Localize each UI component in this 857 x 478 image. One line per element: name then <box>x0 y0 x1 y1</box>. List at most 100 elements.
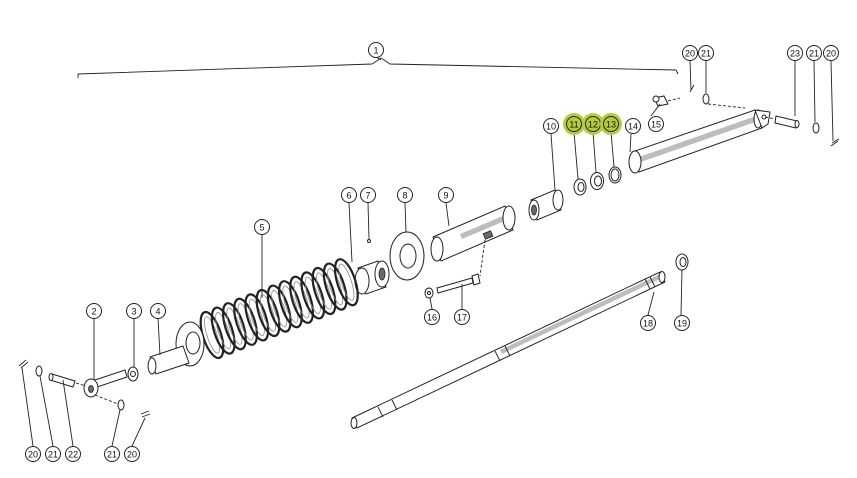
callout-label: 19 <box>677 319 687 329</box>
part-rod <box>350 271 666 429</box>
assembly-bracket <box>77 57 677 75</box>
callout-circle <box>368 42 384 58</box>
callout-circle <box>124 446 140 462</box>
callout-22: 22 <box>65 446 81 462</box>
callout-circle <box>823 45 839 61</box>
callout-7: 7 <box>360 187 376 203</box>
spring-coil-inner <box>327 268 344 306</box>
callout-circle <box>424 309 440 325</box>
callout-circle <box>682 45 698 61</box>
callout-label: 21 <box>701 49 711 59</box>
callout-label: 13 <box>606 120 616 130</box>
spring-coil-inner <box>215 312 232 350</box>
callout-circle <box>86 303 102 319</box>
callout-2: 2 <box>86 303 102 319</box>
spring-coil <box>210 306 236 355</box>
callout-21: 21 <box>104 446 120 462</box>
spring-coil-inner <box>237 303 254 341</box>
part-cotter-pin-left-bottom <box>140 410 151 418</box>
callout-15: 15 <box>648 116 664 132</box>
part-bushing <box>528 189 564 221</box>
callout-circle <box>543 118 559 134</box>
callout-label: 5 <box>259 223 264 233</box>
callout-20: 20 <box>682 45 698 61</box>
spring-coil <box>266 284 292 333</box>
part-collar <box>354 260 390 295</box>
callout-13: 13 <box>600 113 622 135</box>
callout-circle <box>397 187 413 203</box>
callout-circle <box>674 315 690 331</box>
callout-label: 15 <box>651 120 661 130</box>
spring-coil-inner <box>293 281 310 319</box>
callout-1: 1 <box>368 42 384 58</box>
spring-coil <box>221 302 247 351</box>
callout-circle <box>360 187 376 203</box>
part-small-nut <box>424 287 434 299</box>
callout-19: 19 <box>674 315 690 331</box>
callout-21: 21 <box>45 446 61 462</box>
part-bolt <box>436 273 481 294</box>
part-seal-ring-11 <box>573 178 587 196</box>
callout-label: 21 <box>107 450 117 460</box>
spring-coil <box>322 262 348 311</box>
spring-coil <box>277 280 303 329</box>
callout-label: 2 <box>91 307 96 317</box>
part-nut <box>675 253 689 271</box>
spring-coil-inner <box>282 285 299 323</box>
callout-4: 4 <box>150 303 166 319</box>
bracket-end-right <box>675 69 679 75</box>
part-seal-ring-12 <box>590 172 604 190</box>
part-spring <box>199 258 359 360</box>
callout-circle <box>640 315 656 331</box>
callout-circle <box>438 187 454 203</box>
callout-circle <box>603 116 619 132</box>
callout-label: 22 <box>68 450 78 460</box>
spring-coil-inner <box>338 263 355 301</box>
part-seal-ring-13 <box>608 166 622 184</box>
callout-circle <box>65 446 81 462</box>
callout-circle <box>787 45 803 61</box>
callout-circle <box>806 45 822 61</box>
callout-label: 6 <box>346 191 351 201</box>
part-washer-left-bottom <box>117 399 125 411</box>
spring-coil-inner <box>226 307 243 345</box>
part-cotter-pin-right <box>830 138 840 147</box>
part-large-washer <box>389 231 425 281</box>
callout-10: 10 <box>543 118 559 134</box>
callout-label: 4 <box>155 307 160 317</box>
callout-label: 14 <box>628 122 638 132</box>
spring-coil <box>333 258 359 307</box>
callout-circle <box>648 116 664 132</box>
part-washer-right-top <box>702 93 710 105</box>
callout-label: 20 <box>28 450 38 460</box>
callout-20: 20 <box>25 446 41 462</box>
spring-coil-inner <box>316 272 332 310</box>
callout-label: 17 <box>457 313 467 323</box>
callout-label: 10 <box>546 122 556 132</box>
callout-label: 20 <box>127 450 137 460</box>
callout-8: 8 <box>397 187 413 203</box>
callout-label: 20 <box>685 49 695 59</box>
callout-circle <box>566 116 582 132</box>
callout-6: 6 <box>341 187 357 203</box>
callout-20: 20 <box>823 45 839 61</box>
spring-coil <box>244 293 270 342</box>
part-sleeve <box>430 205 516 277</box>
callout-label: 11 <box>569 120 578 130</box>
spring-coil-inner <box>204 316 220 354</box>
callout-3: 3 <box>126 303 142 319</box>
callout-circle <box>45 446 61 462</box>
spring-coil <box>311 266 337 316</box>
callout-21: 21 <box>806 45 822 61</box>
part-washer-right <box>812 122 820 134</box>
spring-coil <box>255 288 281 338</box>
callout-circle <box>254 219 270 235</box>
spring-coil <box>289 275 315 324</box>
part-cotter-pin-left-top <box>18 359 29 369</box>
part-spring-seat <box>147 321 205 375</box>
spring-coil-inner <box>248 298 265 336</box>
callout-14: 14 <box>625 118 641 134</box>
part-washer-left-top <box>35 365 43 377</box>
